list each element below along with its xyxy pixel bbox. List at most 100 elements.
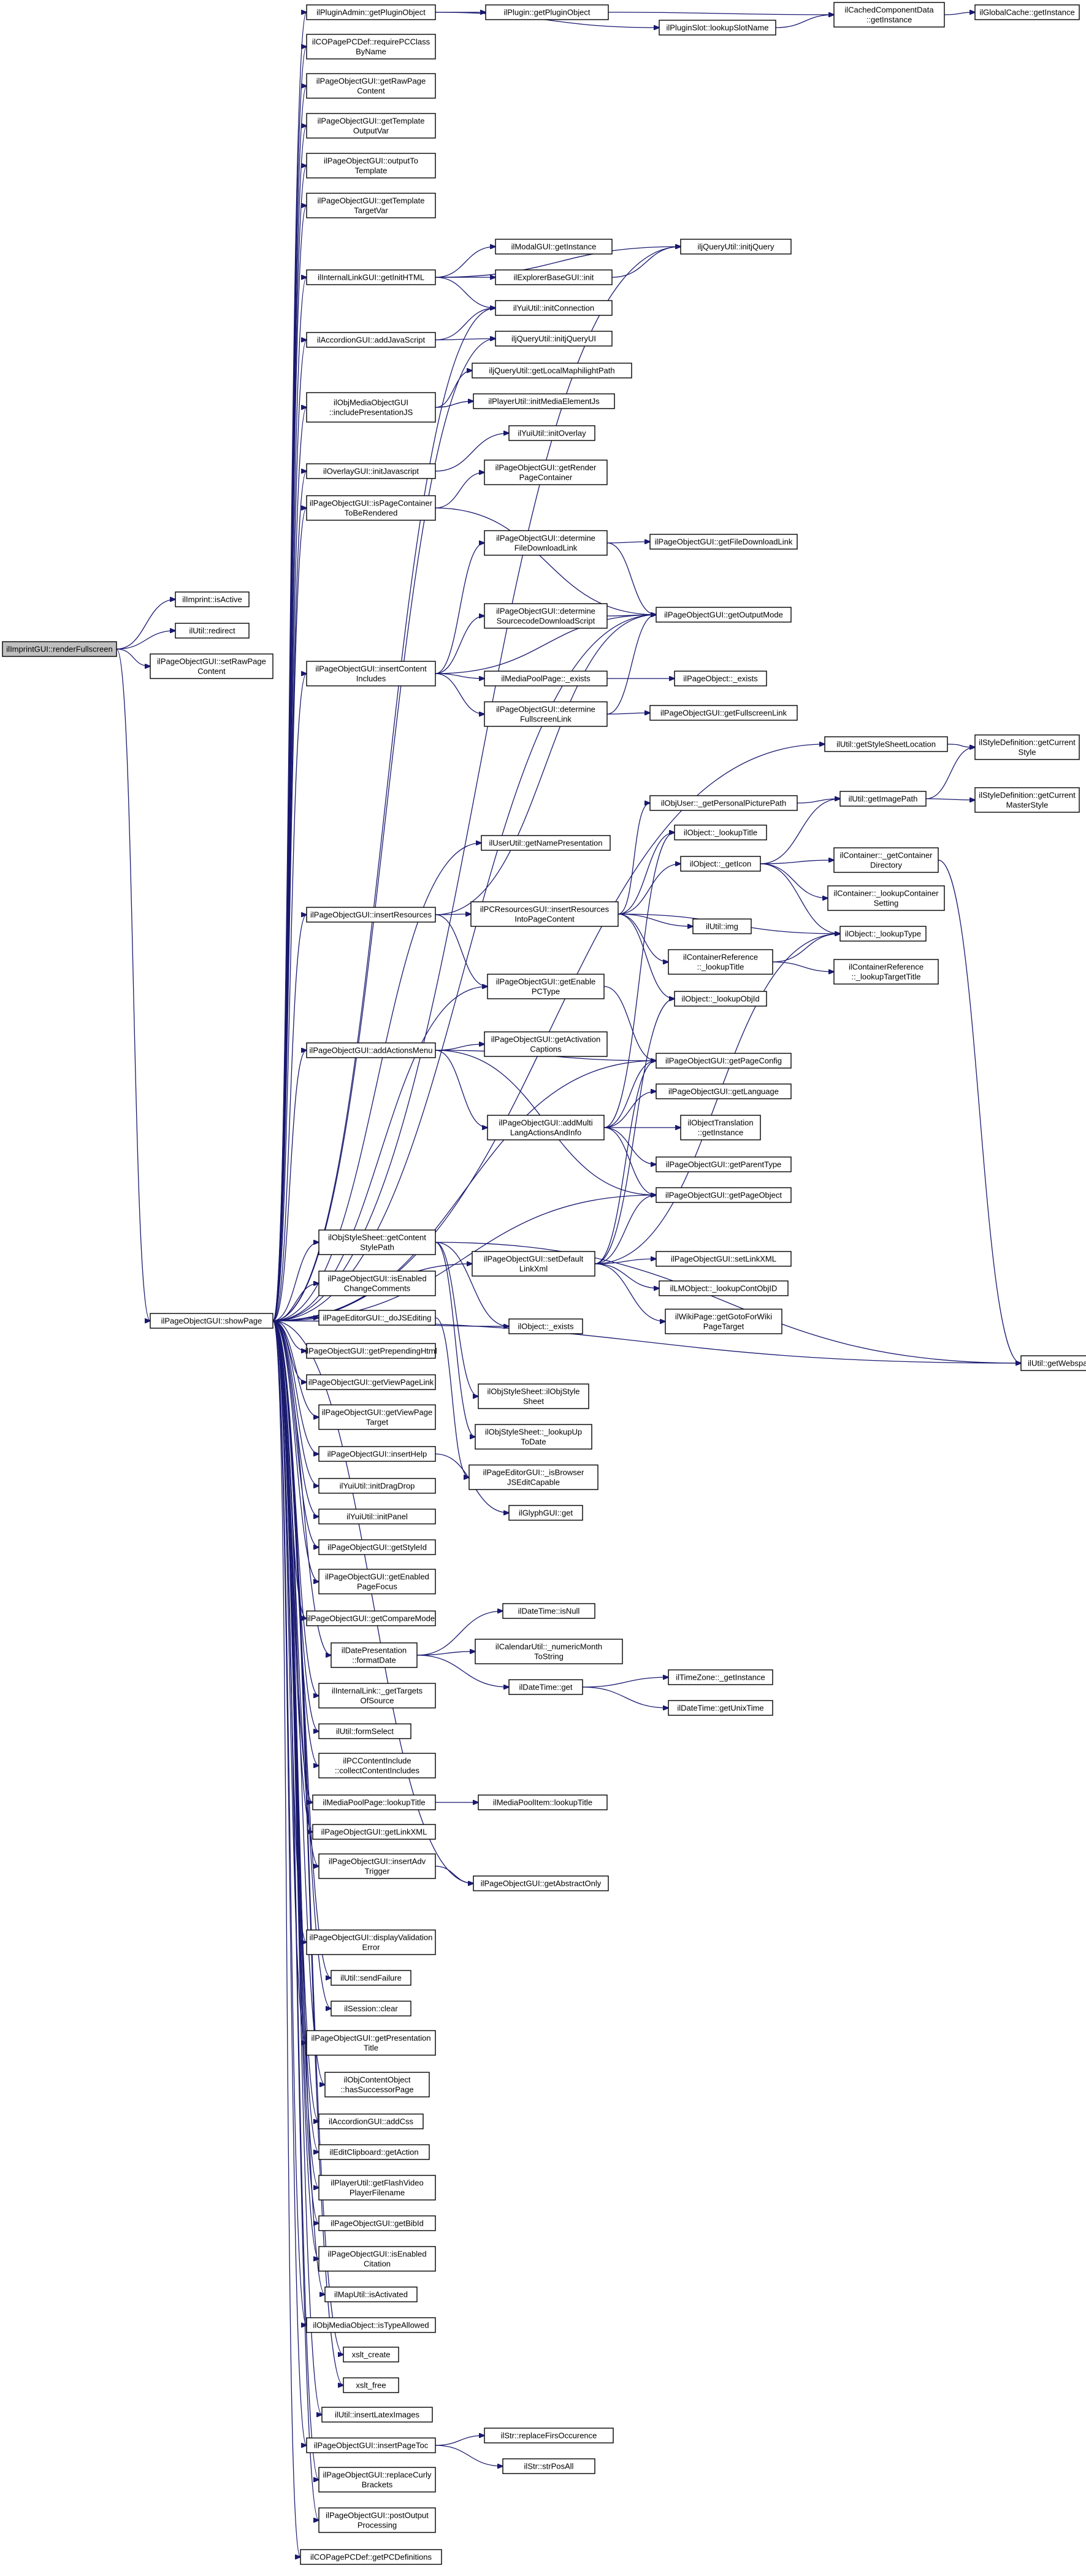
graph-node[interactable]: ilObjStyleSheet::ilObjStyleSheet bbox=[478, 1383, 589, 1409]
graph-node[interactable]: ilOverlayGUI::initJavascript bbox=[306, 463, 436, 479]
graph-node[interactable]: ilDatePresentation::formatDate bbox=[331, 1642, 418, 1668]
graph-node[interactable]: ilPageObjectGUI::addMultiLangActionsAndI… bbox=[487, 1115, 605, 1140]
graph-node[interactable]: ilUtil::sendFailure bbox=[331, 1970, 411, 1986]
graph-node[interactable]: ilUtil::insertLatexImages bbox=[321, 2407, 433, 2423]
graph-node[interactable]: ilPageObjectGUI::setLinkXML bbox=[656, 1251, 792, 1267]
graph-node[interactable]: ilInternalLinkGUI::getInitHTML bbox=[306, 269, 436, 285]
graph-node[interactable]: ilStr::strPosAll bbox=[502, 2458, 595, 2474]
graph-node[interactable]: ilPageObjectGUI::insertPageToc bbox=[306, 2437, 436, 2453]
graph-node[interactable]: ilObject::_lookupType bbox=[839, 926, 927, 942]
graph-node[interactable]: ilPageObjectGUI::getLinkXML bbox=[312, 1824, 436, 1840]
graph-node[interactable]: ilObject::_exists bbox=[508, 1318, 583, 1334]
graph-node[interactable]: ilUtil::getStyleSheetLocation bbox=[824, 736, 948, 752]
graph-node[interactable]: ilYuiUtil::initDragDrop bbox=[318, 1478, 436, 1494]
graph-node[interactable]: ilDateTime::getUnixTime bbox=[668, 1700, 773, 1716]
graph-node[interactable]: ilPageObjectGUI::getStyleId bbox=[318, 1539, 436, 1555]
graph-node[interactable]: ilPageObjectGUI::getPageConfig bbox=[656, 1053, 792, 1069]
graph-node[interactable]: ilObjMediaObject::isTypeAllowed bbox=[306, 2317, 436, 2333]
graph-node[interactable]: ilPageObjectGUI::getPrependingHtml bbox=[305, 1343, 437, 1359]
graph-node[interactable]: ilGlobalCache::getInstance bbox=[974, 4, 1080, 20]
graph-node[interactable]: ilAccordionGUI::addJavaScript bbox=[306, 332, 436, 348]
graph-node[interactable]: ilPCContentInclude::collectContentInclud… bbox=[318, 1753, 436, 1778]
graph-node[interactable]: ilTimeZone::_getInstance bbox=[668, 1669, 773, 1685]
graph-node[interactable]: ilObjectTranslation::getInstance bbox=[680, 1115, 761, 1140]
graph-node[interactable]: ilUtil::img bbox=[692, 918, 752, 934]
graph-node[interactable]: ilPageObjectGUI::determineSourcecodeDown… bbox=[484, 603, 608, 629]
graph-node[interactable]: ilPageEditorGUI::_doJSEditing bbox=[318, 1310, 436, 1326]
graph-node[interactable]: ilPageObjectGUI::addActionsMenu bbox=[306, 1042, 436, 1058]
graph-node[interactable]: ilUtil::getWebspaceDir bbox=[1020, 1355, 1086, 1371]
graph-node[interactable]: ilPCResourcesGUI::insertResourcesIntoPag… bbox=[470, 901, 619, 927]
graph-node[interactable]: ilPageObjectGUI::getViewPageLink bbox=[306, 1374, 436, 1390]
graph-node[interactable]: ilUtil::formSelect bbox=[318, 1723, 411, 1739]
graph-node[interactable]: ilObjContentObject::hasSuccessorPage bbox=[324, 2072, 430, 2097]
graph-node[interactable]: ilPlugin::getPluginObject bbox=[485, 4, 609, 20]
graph-node[interactable]: ilUtil::redirect bbox=[175, 623, 250, 639]
graph-node[interactable]: ilPageObjectGUI::getFullscreenLink bbox=[649, 705, 798, 721]
graph-node[interactable]: ilImprint::isActive bbox=[175, 591, 250, 607]
graph-node[interactable]: ilObject::_lookupObjId bbox=[674, 991, 767, 1007]
graph-node[interactable]: ilYuiUtil::initConnection bbox=[495, 300, 613, 316]
graph-node[interactable]: iljQueryUtil::getLocalMaphilightPath bbox=[472, 363, 632, 379]
graph-node[interactable]: ilObject::_getIcon bbox=[680, 856, 761, 872]
graph-node[interactable]: ilObjUser::_getPersonalPicturePath bbox=[649, 795, 798, 811]
graph-node[interactable]: ilPageObjectGUI::getParentType bbox=[656, 1156, 792, 1172]
graph-node[interactable]: ilObject::_lookupTitle bbox=[674, 825, 767, 840]
graph-node[interactable]: iljQueryUtil::initjQuery bbox=[680, 239, 792, 255]
graph-node[interactable]: ilModalGUI::getInstance bbox=[495, 239, 613, 255]
graph-node[interactable]: ilContainerReference::_lookupTitle bbox=[668, 949, 773, 975]
graph-node[interactable]: ilAccordionGUI::addCss bbox=[318, 2113, 424, 2129]
graph-node[interactable]: ilExplorerBaseGUI::init bbox=[495, 269, 613, 285]
graph-node[interactable]: ilPageObjectGUI::isPageContainerToBeRend… bbox=[306, 495, 436, 521]
graph-node[interactable]: ilDateTime::isNull bbox=[502, 1603, 595, 1619]
graph-node[interactable]: ilMediaPoolPage::lookupTitle bbox=[312, 1794, 436, 1810]
graph-node[interactable]: ilPageObjectGUI::getLanguage bbox=[656, 1083, 792, 1099]
graph-node[interactable]: ilPluginAdmin::getPluginObject bbox=[306, 4, 436, 20]
graph-node[interactable]: ilPageObjectGUI::getFileDownloadLink bbox=[649, 534, 798, 550]
graph-node[interactable]: ilPluginSlot::lookupSlotName bbox=[659, 20, 776, 36]
graph-node[interactable]: xslt_free bbox=[343, 2377, 399, 2393]
graph-node[interactable]: ilMapUtil::isActivated bbox=[324, 2286, 418, 2302]
graph-node[interactable]: ilPageObject::_exists bbox=[674, 671, 767, 686]
graph-node[interactable]: ilPageObjectGUI::getOutputMode bbox=[656, 607, 792, 623]
graph-node[interactable]: ilPageObjectGUI::getAbstractOnly bbox=[473, 1875, 609, 1891]
graph-node[interactable]: ilObjMediaObjectGUI::includePresentation… bbox=[306, 392, 436, 423]
graph-node[interactable]: ilContainerReference::_lookupTargetTitle bbox=[833, 959, 939, 985]
graph-node[interactable]: ilStr::replaceFirsOccurence bbox=[484, 2428, 614, 2443]
graph-node[interactable]: ilPageObjectGUI::showPage bbox=[150, 1313, 273, 1329]
graph-node[interactable]: iljQueryUtil::initjQueryUI bbox=[495, 331, 613, 347]
graph-node[interactable]: ilPageObjectGUI::determineFileDownloadLi… bbox=[484, 530, 608, 556]
graph-node[interactable]: ilEditClipboard::getAction bbox=[318, 2144, 430, 2160]
graph-node[interactable]: ilYuiUtil::initPanel bbox=[318, 1509, 436, 1524]
graph-node[interactable]: xslt_create bbox=[343, 2347, 399, 2363]
graph-node[interactable]: ilPageObjectGUI::getPageObject bbox=[656, 1187, 792, 1203]
graph-node[interactable]: ilCachedComponentData::getInstance bbox=[833, 2, 945, 28]
graph-node[interactable]: ilPlayerUtil::initMediaElementJs bbox=[473, 393, 615, 409]
graph-node[interactable]: ilGlyphGUI::get bbox=[508, 1505, 583, 1521]
graph-node[interactable]: ilPageObjectGUI::insertResources bbox=[306, 907, 436, 923]
graph-node[interactable]: ilMediaPoolItem::lookupTitle bbox=[478, 1794, 608, 1810]
graph-node[interactable]: ilYuiUtil::initOverlay bbox=[508, 425, 595, 441]
